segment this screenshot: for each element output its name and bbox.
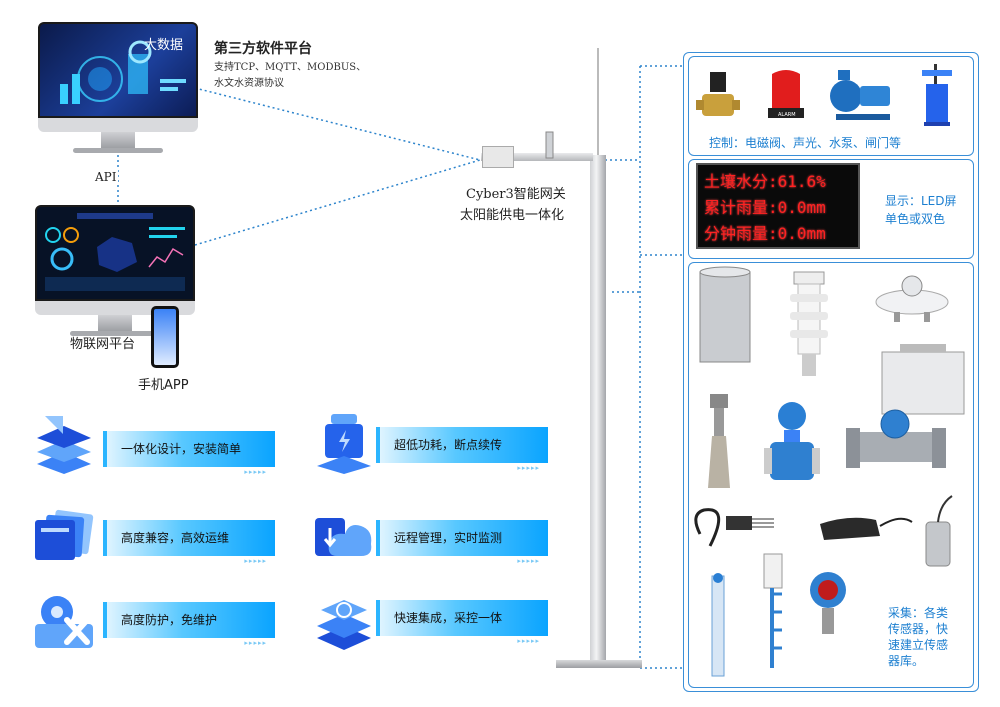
big-data-illustration: [60, 40, 186, 104]
led-line-3: 分钟雨量:0.0mm: [704, 224, 826, 243]
level-stick-icon: [763, 553, 783, 668]
cards-icon: [35, 509, 94, 560]
led-line-2: 累计雨量:0.0mm: [704, 198, 826, 217]
api-label: API: [93, 170, 119, 184]
feature-label-1: 一体化设计，安装简单: [121, 442, 242, 456]
integration-icon: [317, 600, 371, 650]
water-pump-icon: [830, 70, 890, 120]
feature-label-2: 超低功耗，断点续传: [394, 438, 503, 452]
iot-platform-label: 物联网平台: [70, 337, 136, 352]
collect-caption-4: 器库。: [888, 654, 925, 668]
rain-gauge-icon: [699, 266, 751, 363]
iot-dashboard-monitor: [35, 205, 195, 336]
platform-title: 第三方软件平台: [214, 41, 312, 57]
gateway-name: Cyber3智能网关: [466, 187, 566, 202]
water-meter-icon: [846, 409, 946, 468]
dashboard-illustration: [45, 213, 185, 291]
weather-shield-icon: [790, 271, 828, 376]
led-line-1: 土壤水分:61.6%: [704, 172, 826, 191]
radiation-sensor-icon: [875, 275, 949, 322]
gateway-box: [482, 146, 514, 168]
feature-card-1: 一体化设计，安装简单 ▸▸▸▸▸: [103, 431, 275, 476]
gear-wrench-icon: [35, 596, 93, 648]
feature-card-5: 高度防护，免维护 ▸▸▸▸▸: [103, 602, 275, 647]
collect-caption-2: 传感器，快: [888, 622, 949, 636]
layers-icon: [37, 416, 91, 474]
flow-meter-icon: [764, 402, 820, 480]
pressure-transmitter-icon: [810, 572, 846, 634]
cylinder-sensor-icon: [925, 495, 953, 567]
crossarm: [481, 153, 593, 161]
gateway-desc: 太阳能供电一体化: [460, 208, 565, 223]
platform-gateway-line: [194, 87, 481, 161]
solenoid-valve-icon: [696, 72, 740, 116]
pole: [590, 155, 606, 663]
screen-label: 大数据: [144, 38, 184, 53]
lightning-rod: [597, 48, 599, 158]
soil-probe-icon: [694, 508, 774, 547]
platform-desc-2: 水文水资源协议: [214, 78, 284, 89]
display-caption-2: 单色或双色: [885, 212, 946, 226]
display-caption-1: 显示：LED屏: [885, 194, 957, 208]
mobile-app-label: 手机APP: [138, 378, 189, 393]
feature-card-6: 快速集成，采控一体 ▸▸▸▸▸: [376, 600, 548, 645]
battery-icon: [317, 414, 371, 474]
feature-label-5: 高度防护，免维护: [121, 613, 218, 627]
feature-label-4: 远程管理，实时监测: [394, 531, 503, 545]
sluice-gate-icon: [922, 64, 952, 126]
cloud-download-icon: [315, 518, 372, 556]
collect-caption-1: 采集：各类: [888, 606, 949, 620]
sensor-library: [694, 266, 965, 677]
feature-card-2: 超低功耗，断点续传 ▸▸▸▸▸: [376, 427, 548, 472]
collect-caption-3: 速建立传感: [888, 638, 949, 652]
control-caption: 控制：电磁阀、声光、水泵、闸门等: [709, 136, 902, 150]
alarm-light-icon: ALARM: [768, 70, 804, 118]
feature-card-3: 高度兼容，高效运维 ▸▸▸▸▸: [103, 520, 275, 565]
feature-card-4: 远程管理，实时监测 ▸▸▸▸▸: [376, 520, 548, 565]
pole-base: [556, 660, 642, 668]
phone-icon: [151, 306, 179, 368]
submersible-sensor-icon: [820, 517, 913, 540]
multi-depth-probe-icon: [711, 573, 725, 677]
control-box-icon: [881, 344, 965, 415]
big-data-monitor: 大数据: [38, 22, 198, 153]
feature-label-6: 快速集成，采控一体: [394, 611, 503, 625]
platform-desc-1: 支持TCP、MQTT、MODBUS、: [214, 62, 367, 73]
feature-label-3: 高度兼容，高效运维: [121, 531, 230, 545]
iot-gateway-line: [194, 159, 481, 246]
solar-panel-icon: [545, 131, 554, 159]
svg-text:ALARM: ALARM: [778, 112, 796, 118]
led-screen: 土壤水分:61.6% 累计雨量:0.0mm 分钟雨量:0.0mm: [696, 163, 860, 249]
control-devices: ALARM: [696, 64, 952, 126]
radar-level-icon: [708, 394, 730, 488]
